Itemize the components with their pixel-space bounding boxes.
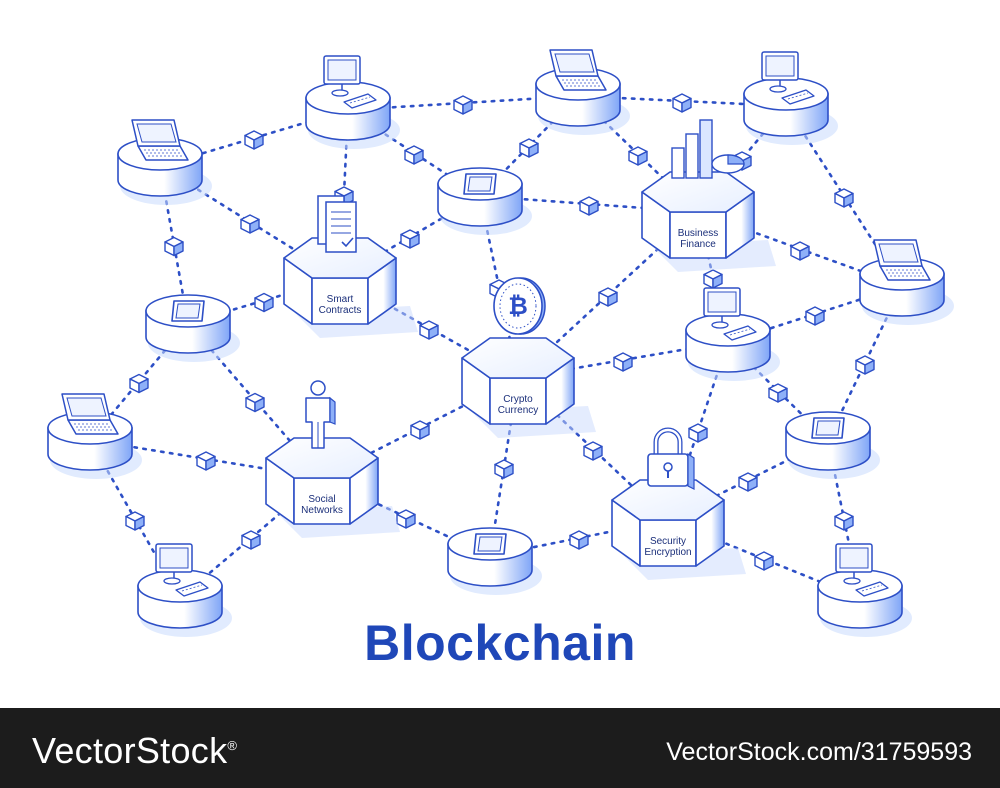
- block-cube-icon: [196, 451, 216, 471]
- bitcoin-coin-icon: ₿: [493, 277, 546, 335]
- monitor-node: [817, 543, 912, 637]
- laptop-node: [859, 239, 954, 325]
- block-cube-icon: [855, 355, 875, 375]
- block-cube-icon: [613, 352, 633, 372]
- bar-chart-icon: [671, 119, 745, 179]
- laptop-icon: [61, 393, 119, 435]
- block-cube-icon: [672, 93, 692, 113]
- registered-mark: ®: [227, 738, 238, 753]
- block-cube-icon: [805, 306, 825, 326]
- hub-label: Crypto: [503, 394, 533, 405]
- network-blocks: [125, 93, 875, 571]
- block-cube-icon: [519, 138, 539, 158]
- block-cube-icon: [453, 95, 473, 115]
- padlock-icon: [647, 427, 695, 490]
- hub-label: Smart: [327, 294, 354, 305]
- block-cube-icon: [400, 229, 420, 249]
- monitor-node: [305, 55, 400, 149]
- block-cube-icon: [569, 530, 589, 550]
- monitor-node: [743, 51, 838, 145]
- tablet-node: [145, 294, 240, 362]
- hub-label: Networks: [301, 505, 343, 516]
- block-cube-icon: [628, 146, 648, 166]
- monitor-icon: [323, 55, 377, 109]
- block-cube-icon: [768, 383, 788, 403]
- hub-label: Contracts: [319, 305, 362, 316]
- block-cube-icon: [244, 130, 264, 150]
- documents-icon: [317, 195, 357, 253]
- monitor-icon: [703, 287, 757, 341]
- page-title: Blockchain: [364, 615, 636, 671]
- block-cube-icon: [254, 292, 274, 313]
- svg-text:₿: ₿: [508, 293, 528, 320]
- monitor-icon: [835, 543, 889, 597]
- tablet-icon: [171, 300, 205, 322]
- laptop-icon: [549, 49, 607, 91]
- person-icon: [305, 380, 336, 449]
- block-cube-icon: [240, 214, 260, 234]
- vectorstock-logo: VectorStock®: [32, 730, 237, 772]
- hub-label: Encryption: [644, 547, 691, 558]
- tablet-node: [785, 411, 880, 479]
- hub-label: Finance: [680, 239, 716, 250]
- hub-label: Security: [650, 536, 686, 547]
- block-cube-icon: [164, 236, 184, 257]
- monitor-node: [685, 287, 780, 381]
- monitor-icon: [761, 51, 815, 105]
- block-cube-icon: [738, 472, 758, 492]
- brand-name: VectorStock: [32, 730, 228, 771]
- block-cube-icon: [410, 420, 430, 440]
- laptop-node: [535, 49, 630, 135]
- laptop-icon: [131, 119, 189, 161]
- block-cube-icon: [754, 551, 774, 571]
- block-cube-icon: [703, 269, 723, 289]
- block-cube-icon: [688, 423, 708, 443]
- block-cube-icon: [579, 196, 599, 216]
- block-cube-icon: [834, 511, 854, 531]
- hub-label: Currency: [498, 405, 539, 416]
- block-cube-icon: [583, 441, 603, 461]
- block-cube-icon: [598, 287, 618, 307]
- hub-label: Social: [308, 494, 335, 505]
- hub-label: Business: [678, 228, 719, 239]
- block-cube-icon: [241, 530, 261, 550]
- block-cube-icon: [494, 459, 514, 479]
- block-cube-icon: [129, 373, 149, 394]
- block-cube-icon: [245, 392, 265, 413]
- block-cube-icon: [790, 241, 810, 261]
- block-cube-icon: [396, 509, 416, 529]
- tablet-node: [447, 527, 542, 595]
- block-cube-icon: [404, 145, 424, 165]
- laptop-icon: [873, 239, 931, 281]
- watermark-footer: VectorStock® VectorStock.com/31759593: [0, 708, 1000, 788]
- laptop-node: [117, 119, 212, 205]
- block-cube-icon: [834, 188, 854, 208]
- monitor-node: [137, 543, 232, 637]
- laptop-node: [47, 393, 142, 479]
- tablet-icon: [473, 533, 507, 555]
- image-url: VectorStock.com/31759593: [666, 738, 972, 766]
- block-cube-icon: [125, 511, 145, 531]
- block-cube-icon: [419, 320, 439, 340]
- tablet-icon: [463, 173, 497, 195]
- tablet-node: [437, 167, 532, 235]
- tablet-icon: [811, 417, 845, 439]
- monitor-icon: [155, 543, 209, 597]
